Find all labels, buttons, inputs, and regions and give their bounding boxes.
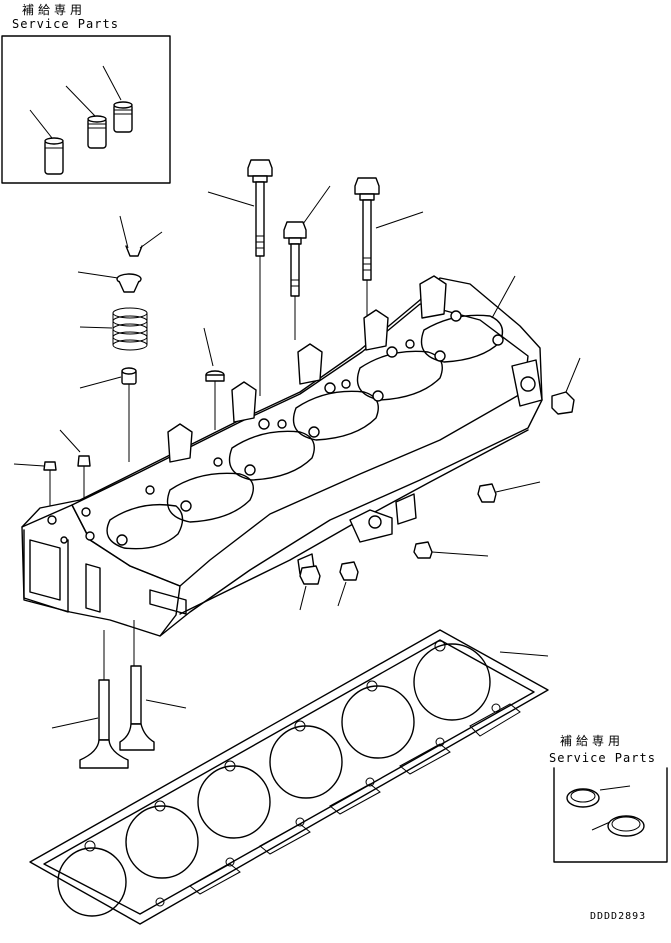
valve-guide-medium: [87, 115, 107, 149]
service-parts-box-bottom: [553, 767, 668, 863]
service-parts-box-top: [1, 35, 171, 184]
seal-ring-large: [607, 815, 645, 837]
plug-left-1: [13, 461, 57, 520]
side-plug-1: [477, 481, 541, 503]
plug-left-2: [59, 429, 91, 500]
o-ring-small: [203, 327, 225, 430]
head-bolt-long-right: [354, 177, 380, 330]
side-plug-4: [337, 561, 359, 607]
service-parts-jp-label-top: 補給専用: [22, 3, 87, 17]
valve-spring: [79, 307, 148, 351]
valve-stem-seal: [79, 367, 137, 462]
rear-plug: [551, 357, 581, 415]
intake-valve: [51, 630, 129, 769]
service-parts-en-label-top: Service Parts: [12, 17, 119, 31]
valve-guide-large: [113, 101, 133, 133]
service-parts-en-label-bottom: Service Parts: [549, 751, 656, 765]
valve-guide-small: [44, 137, 64, 175]
cylinder-head: [21, 275, 543, 637]
drawing-code: DDDD2893: [590, 911, 647, 922]
head-bolt-long-left: [247, 159, 273, 396]
valve-collet: [119, 215, 163, 257]
side-plug-3: [299, 565, 321, 611]
service-parts-jp-label-bottom: 補給専用: [560, 734, 625, 748]
head-bolt-short: [283, 221, 307, 340]
head-gasket: [29, 629, 549, 925]
seal-ring-small: [566, 788, 600, 808]
side-plug-2: [413, 541, 489, 559]
spring-retainer: [77, 271, 142, 293]
exhaust-valve: [119, 620, 187, 751]
